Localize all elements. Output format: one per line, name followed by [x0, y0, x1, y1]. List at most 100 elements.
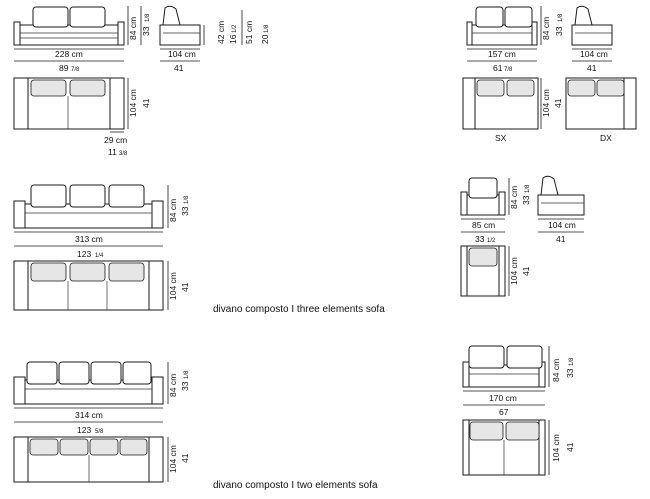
label-sx: SX — [495, 133, 507, 143]
label-84-in-frac-f: 1/8 — [569, 357, 575, 366]
dim-228-width: 228 cm 89 7/8 — [14, 48, 124, 73]
label-104-in-plan-e: 41 — [180, 453, 190, 463]
label-84-in-e: 33 — [180, 381, 190, 391]
label-29-cm: 29 cm — [104, 135, 127, 145]
label-84-in-c: 33 — [180, 206, 190, 216]
label-84-cm-f: 84 cm — [551, 359, 561, 382]
label-104-cm-plan-sx: 104 cm — [541, 89, 551, 117]
dim-42-seat-height: 42 cm 16 1/2 — [203, 21, 238, 45]
label-42-in: 16 — [228, 34, 238, 44]
label-104-cm-a: 104 cm — [168, 49, 196, 59]
dim-157-width: 157 cm 61 7/8 — [467, 48, 537, 73]
label-84-in-frac-c: 1/8 — [184, 195, 190, 204]
label-85-in-frac: 1/2 — [487, 238, 496, 244]
label-228-cm: 228 cm — [55, 49, 83, 59]
label-228-in-frac: 7/8 — [71, 67, 80, 73]
label-104-cm-plan-e: 104 cm — [168, 445, 178, 473]
label-228-in: 89 — [59, 63, 69, 73]
label-157-in-frac: 7/8 — [504, 67, 513, 73]
dim-84-height-d: 84 cm 33 1/8 — [508, 178, 531, 215]
label-84-in-frac-e: 1/8 — [184, 370, 190, 379]
label-104-in-plan-sx: 41 — [553, 98, 563, 108]
label-dx: DX — [600, 133, 612, 143]
dim-84-height-f: 84 cm 33 1/8 — [548, 346, 575, 387]
label-104-cm-plan-c: 104 cm — [168, 272, 178, 300]
label-51-in: 20 — [260, 34, 270, 44]
dim-104-plan-e: 104 cm 41 — [167, 437, 190, 482]
label-170-in: 67 — [499, 407, 509, 417]
label-42-in-frac: 1/2 — [232, 24, 238, 33]
sofa-side-view-b — [571, 5, 613, 46]
label-84-in-d: 33 — [521, 195, 531, 205]
label-314-cm: 314 cm — [75, 410, 103, 420]
armchair-front-view — [460, 177, 506, 216]
dim-84-height-a: 84 cm 33 1/8 — [127, 6, 151, 45]
label-104-in-c: 41 — [556, 234, 566, 244]
label-84-in-b: 33 — [554, 26, 564, 36]
sofa-228-front-view — [13, 6, 125, 46]
sofa-side-view-a — [159, 5, 201, 46]
dim-51-back-height: 51 cm 20 1/8 — [241, 10, 270, 45]
dim-104-plan-d: 104 cm 41 — [508, 246, 531, 296]
sofa-170-front-view — [462, 345, 546, 388]
label-84-cm: 84 cm — [128, 17, 138, 40]
label-84-in-frac: 1/8 — [145, 13, 151, 22]
label-104-in-a: 41 — [174, 63, 184, 73]
label-84-cm-e: 84 cm — [168, 374, 178, 397]
label-104-cm-plan-d: 104 cm — [509, 257, 519, 285]
caption-three-elements: divano composto I three elements sofa — [213, 304, 385, 315]
label-29-in: 11 — [108, 147, 117, 157]
label-84-in-frac-b: 1/8 — [558, 13, 564, 22]
label-104-in-plan-c: 41 — [180, 282, 190, 292]
dim-104-depth-b: 104 cm 41 — [572, 48, 612, 73]
dim-84-height-b: 84 cm 33 1/8 — [540, 6, 564, 45]
label-104-cm-plan-f: 104 cm — [551, 434, 561, 462]
label-104-in-b: 41 — [587, 63, 597, 73]
label-313-cm: 313 cm — [75, 234, 103, 244]
label-314-in: 123 — [77, 425, 91, 435]
sofa-314-plan-view — [13, 436, 164, 483]
label-84-in-f: 33 — [565, 368, 575, 378]
sofa-313-front-view — [13, 184, 164, 229]
label-104-in-plan-d: 41 — [521, 266, 531, 276]
label-170-cm: 170 cm — [489, 393, 517, 403]
dim-104-plan-sx: 104 cm 41 — [540, 78, 563, 129]
sofa-228-plan-view — [13, 77, 125, 130]
label-104-in-plan-a: 41 — [141, 98, 151, 108]
label-29-in-frac: 3/8 — [119, 151, 128, 157]
label-51-cm: 51 cm — [244, 21, 254, 44]
dim-104-plan-c: 104 cm 41 — [167, 261, 190, 310]
label-85-cm: 85 cm — [472, 220, 495, 230]
sofa-157-plan-dx — [565, 77, 637, 130]
label-313-in: 123 — [77, 249, 91, 259]
label-84-in: 33 — [141, 26, 151, 36]
dim-170-width: 170 cm 67 — [463, 390, 545, 417]
label-84-cm-b: 84 cm — [541, 17, 551, 40]
dim-104-plan-f: 104 cm 41 — [548, 420, 575, 475]
sofa-170-plan-view — [462, 419, 546, 476]
dim-85-width: 85 cm 33 1/2 — [461, 218, 505, 244]
label-84-cm-c: 84 cm — [168, 199, 178, 222]
label-42-cm: 42 cm — [216, 21, 226, 44]
dim-313-width: 313 cm 123 1/4 — [14, 231, 163, 259]
dim-104-depth-c: 104 cm 41 — [538, 218, 584, 244]
dim-84-height-e: 84 cm 33 1/8 — [167, 362, 190, 404]
caption-two-elements: divano composto I two elements sofa — [213, 480, 378, 491]
label-104-cm-plan-a: 104 cm — [128, 89, 138, 117]
label-84-in-frac-d: 1/8 — [525, 184, 531, 193]
label-157-in: 61 — [493, 63, 503, 73]
sofa-side-view-c — [537, 175, 585, 216]
dim-84-height-c: 84 cm 33 1/8 — [167, 185, 190, 228]
sofa-157-front-view — [466, 6, 538, 46]
label-157-cm: 157 cm — [488, 49, 516, 59]
dim-104-plan-a: 104 cm 41 — [127, 78, 151, 129]
armchair-plan-view — [460, 245, 506, 297]
label-104-cm-c: 104 cm — [548, 220, 576, 230]
label-51-in-frac: 1/8 — [264, 24, 270, 33]
label-104-in-plan-f: 41 — [565, 442, 575, 452]
sofa-314-front-view — [13, 361, 164, 405]
label-314-in-frac: 5/8 — [95, 429, 104, 435]
dim-314-width: 314 cm 123 5/8 — [14, 407, 163, 435]
label-84-cm-d: 84 cm — [509, 186, 519, 209]
